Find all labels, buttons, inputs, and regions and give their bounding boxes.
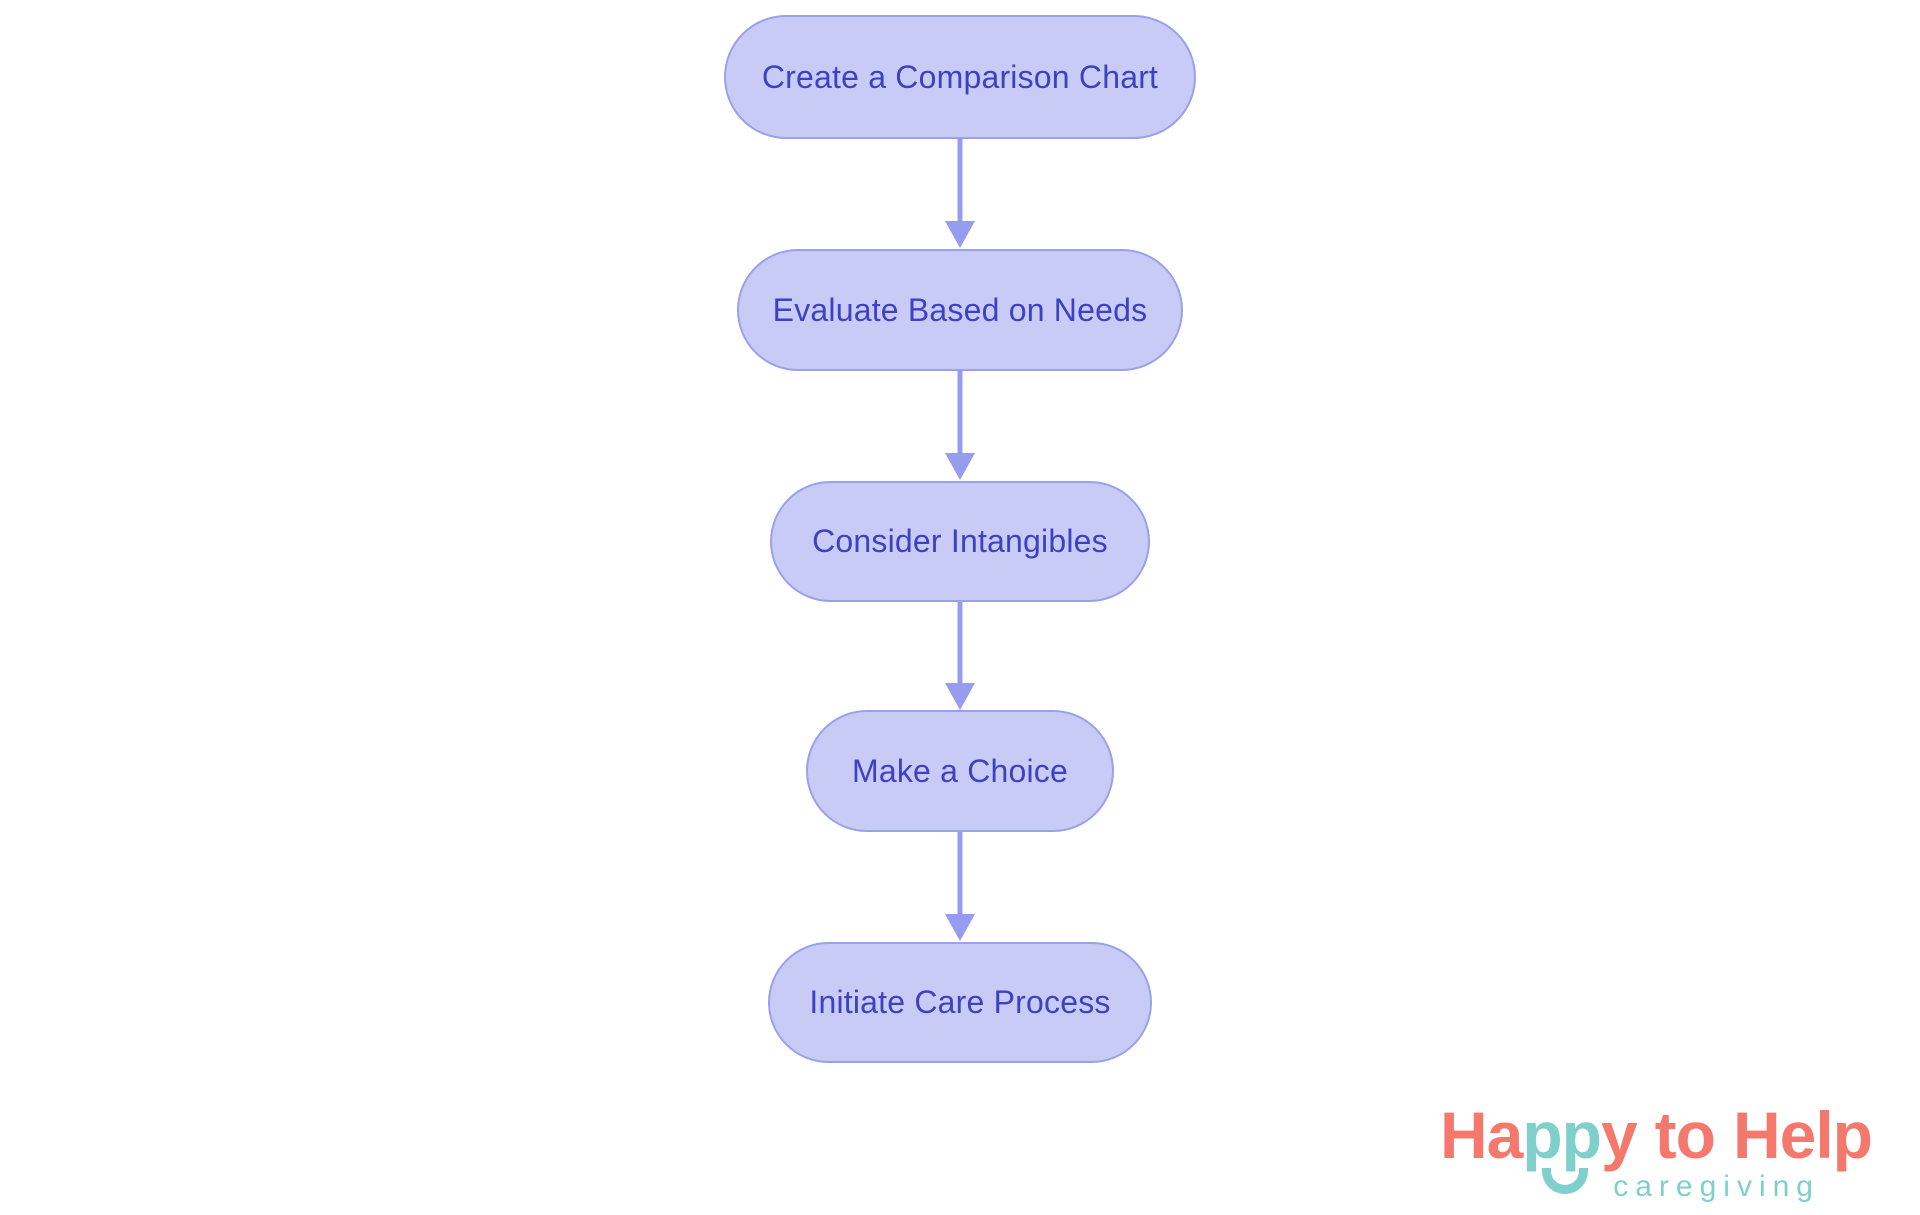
logo-subtitle: caregiving: [1613, 1170, 1820, 1203]
flow-node-label: Create a Comparison Chart: [761, 58, 1159, 95]
arrowhead-down-icon: [945, 914, 975, 941]
flow-node-create-comparison-chart: Create a Comparison Chart: [724, 15, 1196, 139]
logo-text-to: to: [1654, 1098, 1716, 1172]
flow-node-label: Consider Intangibles: [812, 523, 1108, 559]
arrowhead-down-icon: [945, 221, 975, 248]
connector-arrow-line-2: [957, 371, 963, 453]
logo-text-help: Help: [1732, 1098, 1873, 1172]
flow-node-initiate-care-process: Initiate Care Process: [768, 942, 1152, 1063]
flow-node-label: Evaluate Based on Needs: [772, 291, 1148, 328]
connector-arrow-line-3: [957, 602, 963, 683]
flow-node-evaluate-based-on-needs: Evaluate Based on Needs: [737, 249, 1183, 371]
connector-arrow-line-1: [957, 139, 963, 221]
smile-icon: [1541, 1168, 1588, 1194]
arrowhead-down-icon: [945, 683, 975, 710]
logo-text-y: y: [1600, 1098, 1638, 1172]
connector-arrow-line-4: [957, 832, 963, 914]
flow-node-make-a-choice: Make a Choice: [806, 710, 1114, 832]
flow-node-label: Initiate Care Process: [809, 984, 1111, 1020]
logo-text-ha: Ha: [1439, 1098, 1523, 1172]
arrowhead-down-icon: [945, 453, 975, 480]
logo-text-pp: pp: [1522, 1098, 1602, 1172]
flow-node-label: Make a Choice: [851, 752, 1069, 789]
flow-node-consider-intangibles: Consider Intangibles: [770, 481, 1150, 602]
